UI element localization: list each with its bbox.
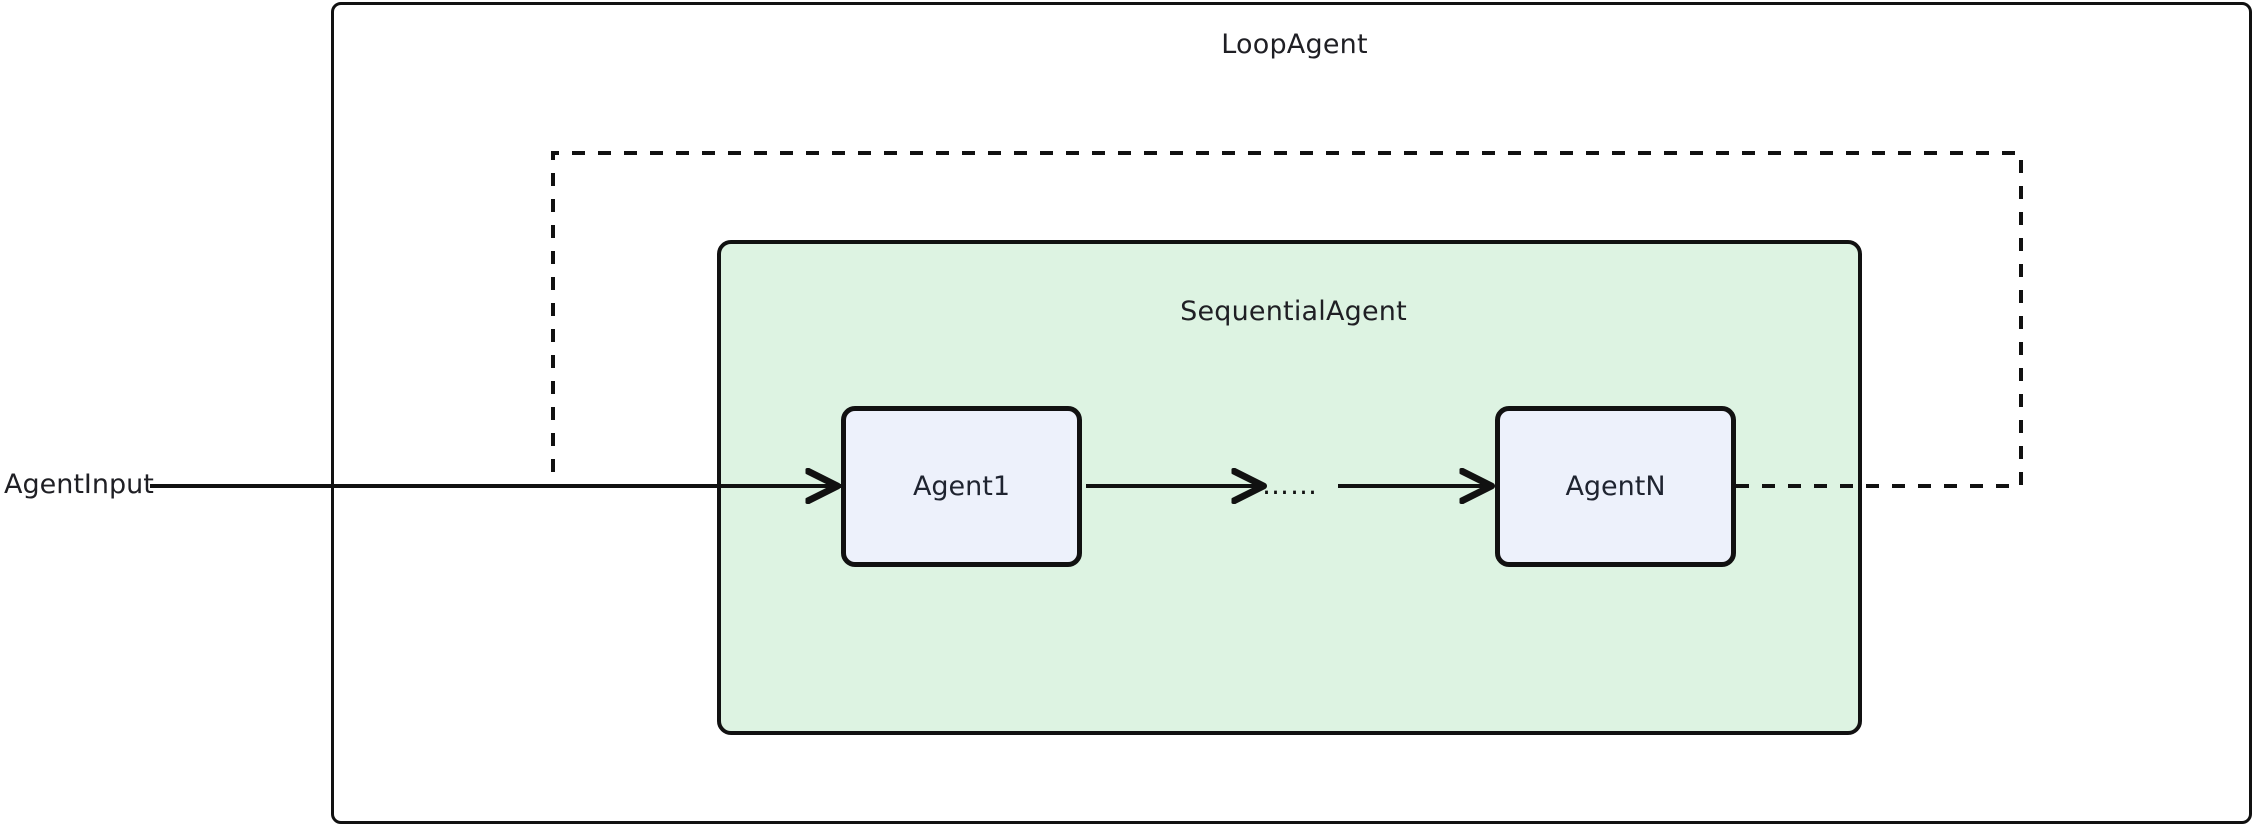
agentn-label: AgentN [1565,471,1666,502]
sequential-agent-title: SequentialAgent [1180,296,1407,327]
agent-input-label: AgentInput [4,469,154,500]
agent1-label: Agent1 [912,471,1011,502]
agent1-node[interactable]: Agent1 [841,406,1082,567]
loop-agent-title: LoopAgent [1221,29,1368,60]
ellipsis-label: …… [1262,470,1318,501]
agentn-node[interactable]: AgentN [1495,406,1736,567]
loop-agent-container: LoopAgent [331,2,2252,824]
